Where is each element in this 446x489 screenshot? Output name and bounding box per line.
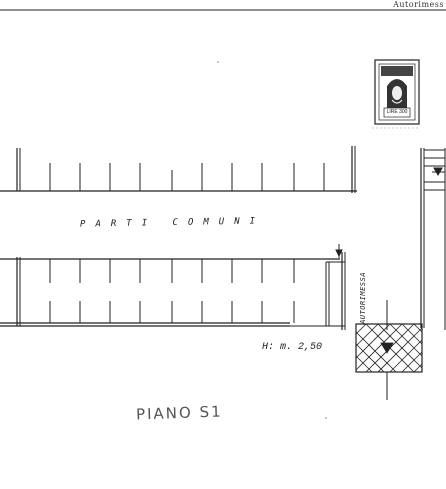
garage-label: AUTORIMESSA [358,272,367,324]
right-walls [386,148,446,330]
height-note: H: m. 2,50 [262,342,323,353]
stamp-value-label: LIRE 300 [386,109,408,115]
floor-label: PIANO S1 [135,402,223,424]
hatched-stair-block [355,323,423,400]
upper-parking-row [0,146,357,193]
pencil-mark [325,417,327,419]
pencil-mark [217,61,219,63]
lower-parking-row [0,244,346,330]
revenue-stamp-icon [372,59,420,129]
header-text: Autorimess [393,0,444,9]
